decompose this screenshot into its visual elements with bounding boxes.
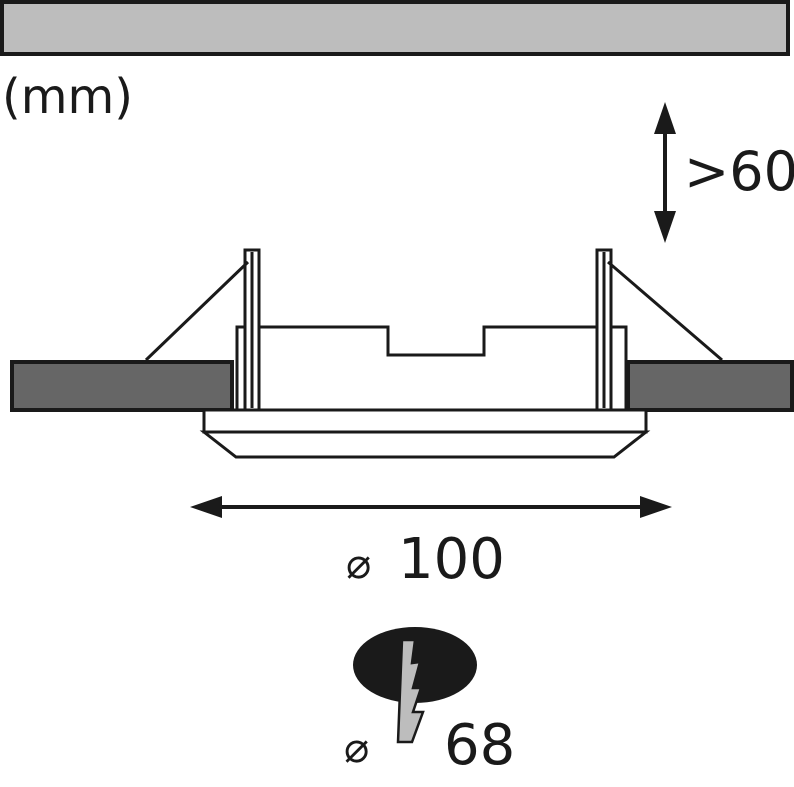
ceiling-panel-top [0,0,790,56]
cutout-symbol: ⌀ [344,723,369,772]
depth-label: >60 [684,140,794,203]
ceiling-section-right [626,360,794,412]
diameter-symbol: ⌀ [346,539,371,588]
diameter-value: 100 [398,527,505,592]
ceiling-section-left [10,360,234,412]
width-arrow-icon [190,496,672,518]
cutout-value: 68 [444,713,515,778]
depth-arrow-icon [654,102,676,243]
recessed-spotlight-housing [144,248,723,459]
units-label: (mm) [2,69,133,125]
drill-icon [396,638,425,744]
